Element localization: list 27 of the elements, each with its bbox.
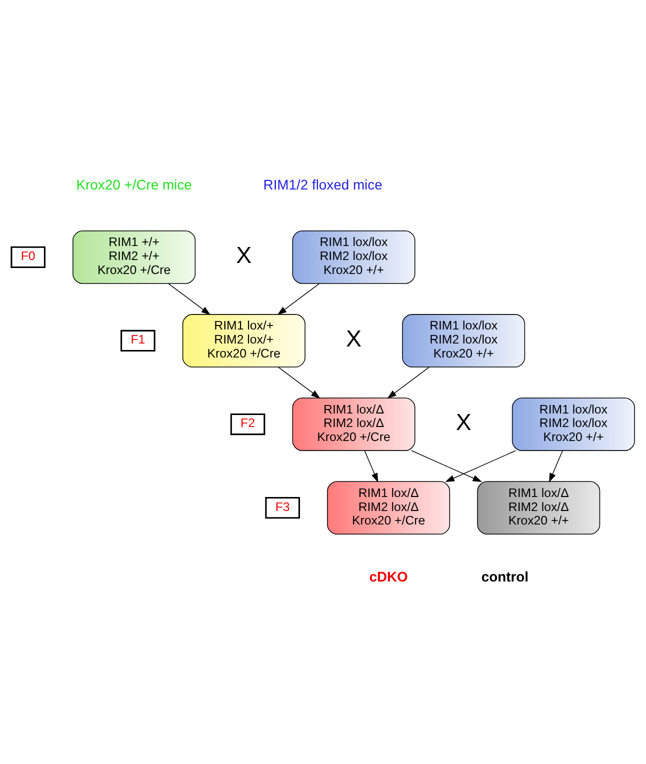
label: control — [481, 568, 529, 584]
arrow — [278, 366, 320, 398]
arrow — [387, 366, 430, 398]
node-box: RIM1 lox/Δ RIM2 lox/Δ Krox20 +/Cre — [292, 397, 416, 450]
label: cDKO — [369, 568, 408, 584]
arrow — [168, 282, 211, 315]
label: X — [456, 408, 472, 435]
arrow — [445, 450, 516, 482]
label: X — [236, 241, 252, 268]
node-box: RIM1 lox/+ RIM2 lox/+ Krox20 +/Cre — [182, 314, 306, 367]
node-box: F3 — [265, 496, 300, 518]
node-box: F1 — [120, 329, 156, 352]
label: RIM1/2 floxed mice — [263, 176, 382, 192]
node-box: RIM1 lox/lox RIM2 lox/lox Krox20 +/+ — [512, 397, 635, 450]
arrow — [411, 450, 482, 482]
node-box: RIM1 +/+ RIM2 +/+ Krox20 +/Cre — [72, 230, 196, 284]
arrow — [364, 450, 378, 482]
label: Krox20 +/Cre mice — [76, 176, 192, 192]
node-box: RIM1 lox/Δ RIM2 lox/Δ Krox20 +/+ — [477, 480, 600, 534]
arrow — [549, 450, 563, 482]
node-box: F0 — [10, 246, 46, 268]
arrow — [277, 282, 320, 315]
node-box: F2 — [230, 412, 266, 435]
label: X — [346, 325, 362, 352]
node-box: RIM1 lox/Δ RIM2 lox/Δ Krox20 +/Cre — [327, 480, 450, 534]
node-box: RIM1 lox/lox RIM2 lox/lox Krox20 +/+ — [402, 314, 526, 367]
node-box: RIM1 lox/lox RIM2 lox/lox Krox20 +/+ — [292, 230, 416, 284]
